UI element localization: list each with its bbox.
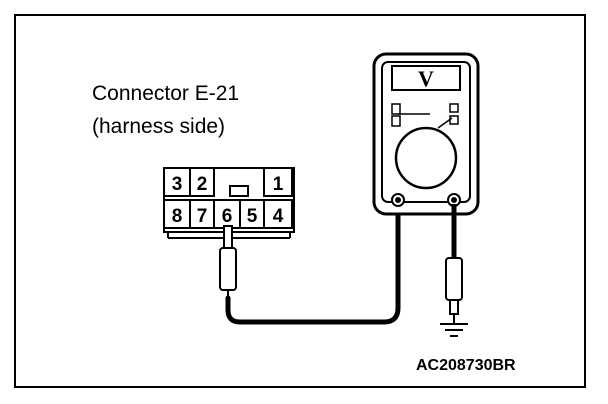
figure-code: AC208730BR — [416, 357, 516, 374]
meter-mode-label: V — [418, 66, 434, 91]
pin-2-label: 2 — [197, 174, 208, 195]
diagram-frame — [14, 14, 586, 388]
test-probe-positive — [219, 225, 237, 298]
pin-1-label: 1 — [273, 174, 284, 195]
connector-title: Connector E-21 — [92, 82, 240, 105]
pin-7-label: 7 — [197, 206, 208, 227]
pin-5-label: 5 — [247, 206, 258, 227]
pin-4-label: 4 — [273, 206, 284, 227]
connector-subtitle: (harness side) — [92, 115, 226, 138]
connector-e21 — [163, 167, 295, 239]
pin-3-label: 3 — [172, 174, 183, 195]
ground-icon — [440, 314, 468, 337]
pin-6-label: 6 — [222, 206, 233, 227]
voltmeter — [372, 52, 480, 216]
pin-8-label: 8 — [172, 206, 183, 227]
probe-lead-wire — [225, 201, 401, 325]
test-probe-negative — [445, 257, 463, 315]
